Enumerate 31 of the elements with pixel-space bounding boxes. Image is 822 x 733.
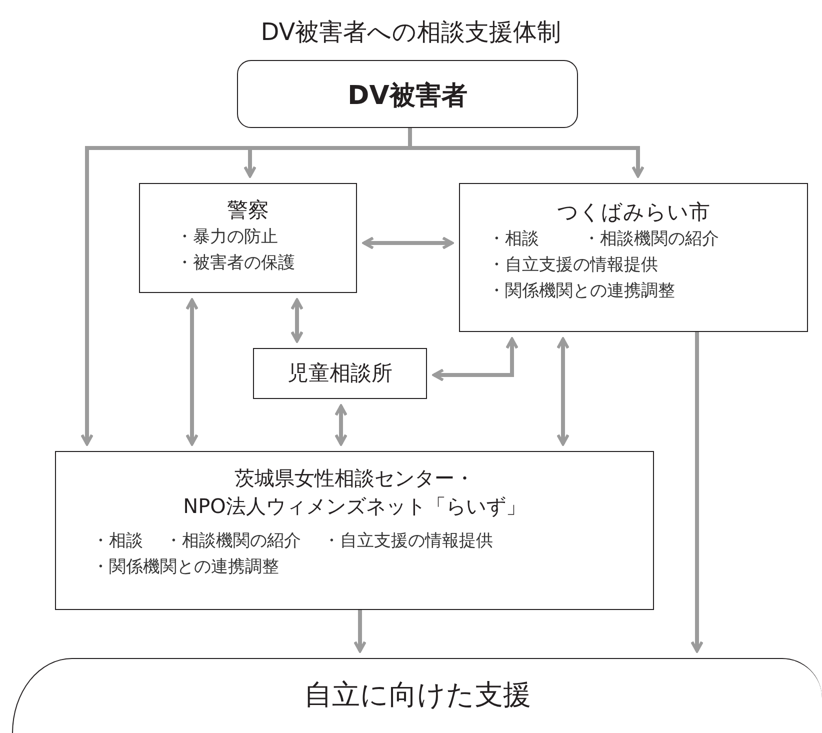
arrow [690, 332, 704, 652]
bullet-item: ・相談 [488, 228, 539, 251]
box-heading: DV被害者 [348, 80, 468, 113]
arrow [290, 298, 304, 342]
bullet-item: ・相談機関の紹介 [583, 228, 719, 251]
arrow [556, 338, 570, 446]
source-box [237, 60, 578, 128]
bullet-item: ・相談機関の紹介 [165, 530, 301, 553]
arrow [432, 338, 518, 382]
goal-band [12, 658, 822, 733]
bullet-item: ・相談 [92, 530, 143, 553]
title: DV被害者への相談支援体制 [260, 17, 562, 48]
arrow [334, 404, 348, 446]
process-box [55, 451, 654, 610]
bullet-item: ・被害者の保護 [176, 252, 295, 275]
process-box [139, 183, 357, 293]
bullet-item: ・自立支援の情報提供 [488, 254, 658, 277]
bullet-item: ・関係機関との連携調整 [92, 556, 279, 579]
process-box [459, 183, 808, 332]
arrow [354, 610, 366, 652]
box-heading: つくばみらい市 [557, 199, 710, 226]
box-heading: 茨城県女性相談センター・NPO法人ウィメンズネット「らいず」 [182, 465, 527, 520]
arrow [362, 236, 454, 250]
box-heading: 児童相談所 [288, 360, 392, 387]
arrow [186, 298, 198, 446]
bullet-item: ・関係機関との連携調整 [488, 280, 675, 303]
bullet-item: ・自立支援の情報提供 [323, 530, 493, 553]
box-heading: 自立に向けた支援 [304, 677, 531, 713]
box-heading: 警察 [227, 197, 269, 224]
process-box [253, 348, 427, 399]
bullet-item: ・暴力の防止 [176, 226, 278, 249]
